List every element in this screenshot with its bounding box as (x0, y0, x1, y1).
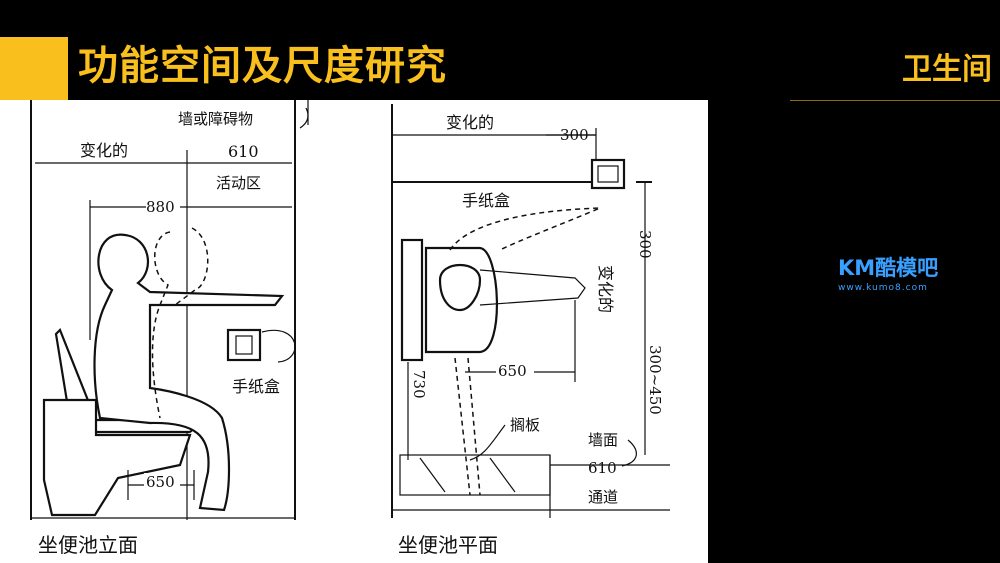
toilet-tank-plan (400, 238, 424, 362)
plan-drawing: 变化的 300 手纸盒 300 变化的 300~450 650 (391, 104, 670, 557)
dim-650-plan-mask (496, 362, 534, 379)
caption-elevation: 坐便池立面 (38, 533, 138, 557)
diagram-panel: 墙或障碍物 变化的 610 活动区 880 手纸盒 (0, 100, 708, 563)
dim-730-label: 730 (410, 370, 428, 399)
toilet-bowl (42, 398, 192, 517)
wall-leader-curve (299, 107, 309, 129)
page-title: 功能空间及尺度研究 (78, 43, 447, 89)
paper-box-leader (261, 329, 296, 363)
dim-300-top-label: 300 (560, 126, 589, 144)
label-aisle: 通道 (588, 488, 618, 506)
label-partition: 搁板 (510, 416, 540, 434)
person-head-plan (438, 264, 482, 312)
label-wall: 墙或障碍物 (178, 110, 253, 128)
dim-650-mask (144, 473, 180, 490)
label-variable-side: 变化的 (596, 265, 615, 313)
leaning-person-outline (151, 227, 240, 419)
dim-880-mask (146, 198, 180, 216)
watermark-brand: KM酷模吧 (838, 256, 939, 280)
partition-hatch-2 (489, 457, 516, 493)
label-activity: 活动区 (216, 174, 261, 192)
slide-header: 功能空间及尺度研究 卫生间 (0, 0, 1000, 101)
label-variable: 变化的 (80, 141, 128, 160)
paper-box-plan (590, 158, 626, 190)
dim-880-label: 880 (146, 198, 175, 216)
paper-box-slot (235, 335, 253, 355)
watermark: KM酷模吧 www.kumo8.com (838, 254, 968, 294)
dim-650-label: 650 (146, 473, 175, 491)
person-legs-plan (479, 269, 586, 306)
watermark-url: www.kumo8.com (838, 283, 928, 293)
section-label: 卫生间 (902, 52, 992, 87)
partition-hatch-1 (419, 457, 446, 493)
header-divider (790, 100, 1000, 101)
person-leg-dashed-plan (454, 357, 481, 496)
label-wall-face: 墙面 (588, 431, 618, 449)
elevation-drawing: 墙或障碍物 变化的 610 活动区 880 手纸盒 (30, 100, 309, 557)
dim-300-side-label: 300 (636, 230, 654, 259)
label-variable-top: 变化的 (446, 113, 494, 132)
wall-face-leader (621, 439, 637, 467)
dim-300-450-label: 300~450 (646, 345, 664, 415)
paper-box-plan-slot (597, 165, 619, 183)
accent-block (0, 37, 68, 101)
dim-610-plan-label: 610 (588, 459, 617, 477)
paper-box (226, 328, 262, 362)
toilet-dimension-diagram: 墙或障碍物 变化的 610 活动区 880 手纸盒 (30, 100, 670, 557)
label-paper-box-plan: 手纸盒 (462, 191, 510, 210)
label-paper-box: 手纸盒 (232, 377, 280, 396)
dim-650-plan-label: 650 (498, 362, 527, 380)
dim-610-label: 610 (228, 142, 259, 161)
seated-person-figure (93, 233, 285, 512)
caption-plan: 坐便池平面 (398, 533, 498, 557)
partition-leader (469, 424, 506, 461)
person-reach-plan (449, 207, 601, 251)
